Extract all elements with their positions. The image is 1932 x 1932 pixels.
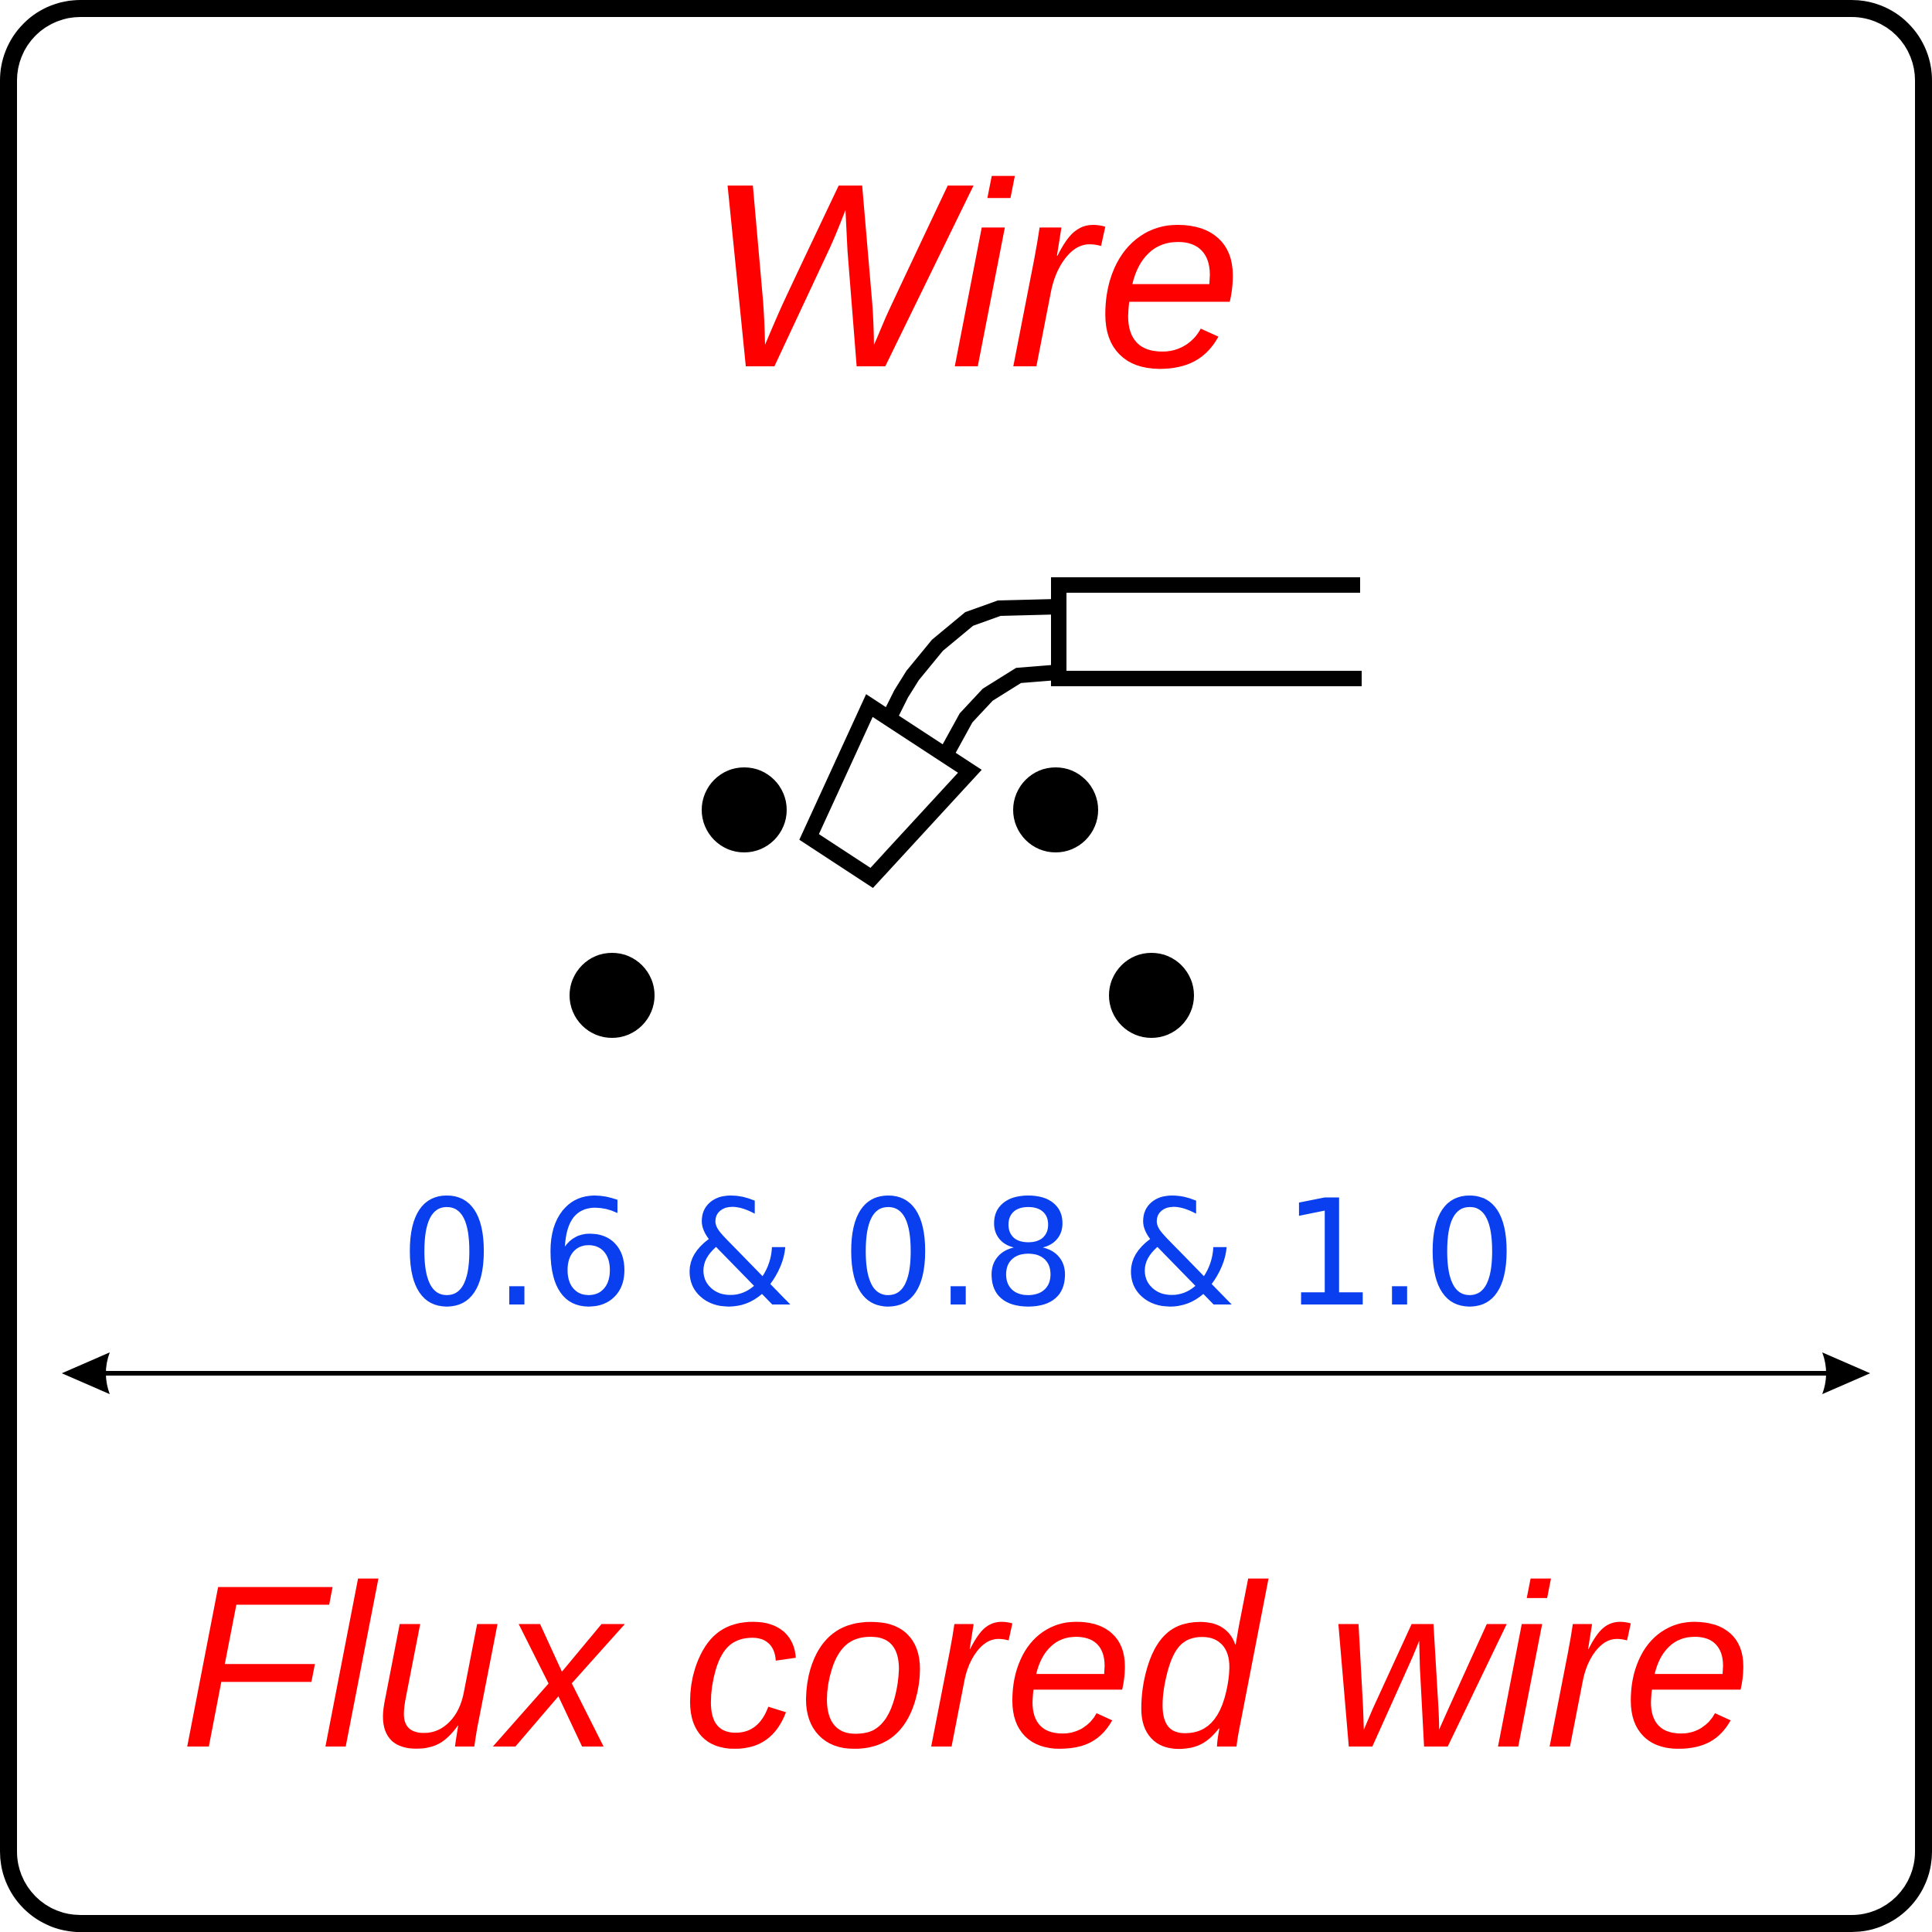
weld-dot-icon	[702, 767, 787, 852]
torch-nozzle	[799, 694, 982, 889]
torch-neck-outer	[882, 599, 1060, 723]
arrow-head-left	[62, 1352, 110, 1394]
wire-sizes-label: 0.6 & 0.8 & 1.0	[400, 1168, 1516, 1339]
weld-dot-icon	[570, 953, 655, 1038]
subtitle-text: Flux cored wire	[180, 1536, 1752, 1796]
weld-dot-icon	[1013, 767, 1098, 852]
double-arrow-icon	[62, 1352, 1870, 1394]
torch-handle	[1051, 577, 1362, 686]
welding-torch-icon	[799, 577, 1362, 889]
arrow-head-right	[1822, 1352, 1870, 1394]
torch-neck-inner	[937, 665, 1058, 761]
weld-dot-icon	[1109, 953, 1194, 1038]
title-text: Wire	[705, 129, 1243, 423]
